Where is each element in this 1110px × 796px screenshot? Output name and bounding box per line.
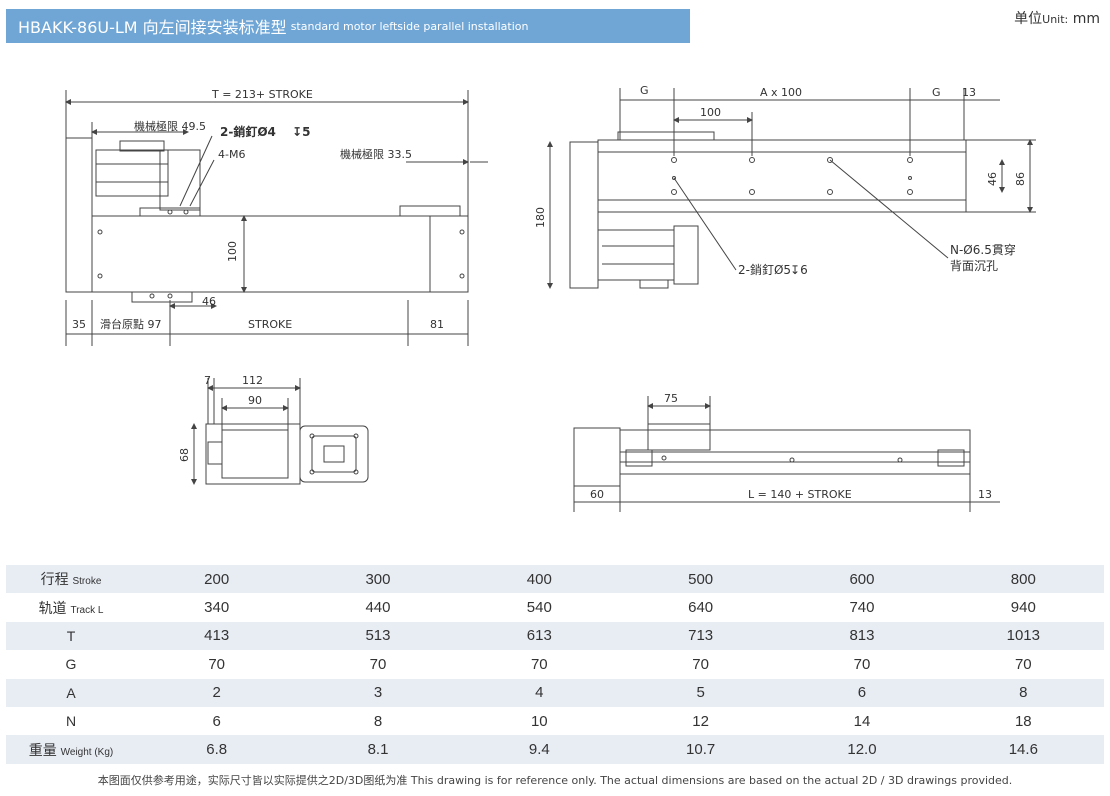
page-subtitle: standard motor leftside parallel install… (290, 19, 529, 33)
dim-a100-label: A x 100 (760, 86, 802, 99)
table-cell: 713 (619, 621, 782, 651)
table-cell: 613 (458, 621, 620, 651)
mech-limit-right-label: 機械極限 33.5 (340, 147, 412, 161)
dim-68-label: 68 (178, 448, 191, 462)
table-cell: 400 (458, 565, 620, 594)
dim-t-label: T = 213+ STROKE (211, 88, 313, 101)
pin-side-label: 2-銷釘Ø5 (738, 262, 791, 277)
pin-side-depth-label: ↧6 (790, 263, 808, 277)
dim-60-label: 60 (590, 488, 604, 501)
table-cell: 70 (369, 655, 387, 673)
dim-75-label: 75 (664, 392, 678, 405)
table-cell: 200 (136, 565, 298, 594)
dim-13-bottom-label: 13 (978, 488, 992, 501)
table-cell: 18 (1014, 712, 1032, 730)
table-row: 轨道 Track L 340 440 540 640 740 940 (6, 593, 1104, 621)
table-cell: 800 (942, 565, 1104, 594)
dim-g-left-label: G (640, 84, 649, 97)
mech-limit-left-label: 機械極限 49.5 (134, 119, 206, 133)
table-cell: 340 (204, 599, 230, 617)
table-cell: 6 (781, 678, 943, 707)
counterbore-label: 背面沉孔 (950, 259, 998, 273)
row-label: 重量 Weight (Kg) (6, 735, 136, 764)
table-cell: 440 (365, 599, 391, 617)
dim-90-label: 90 (248, 394, 262, 407)
table-cell: 940 (1010, 599, 1036, 617)
dim-46-horizontal-label: 46 (202, 295, 216, 308)
dim-g-right-label: G (932, 86, 941, 99)
technical-drawing: T = 213+ STROKE 機械極限 49.5 2-銷釘Ø4 ↧5 4-M6… (65, 84, 1036, 512)
table-cell: 8 (942, 678, 1104, 707)
table-cell: 10.7 (619, 735, 782, 764)
dim-100-vertical-label: 100 (226, 241, 239, 262)
table-cell: 500 (619, 565, 782, 594)
table-cell: 6 (212, 712, 221, 730)
table-cell: 413 (136, 621, 298, 651)
table-cell: 70 (853, 655, 871, 673)
unit-label: 单位Unit: mm (1014, 11, 1100, 27)
table-cell: 14 (853, 712, 871, 730)
row-label: T (6, 621, 136, 651)
row-label: G (65, 656, 77, 673)
dim-35-label: 35 (72, 318, 86, 331)
row-label: 轨道 Track L (38, 599, 104, 616)
table-cell: 14.6 (942, 735, 1104, 764)
table-cell: 4 (458, 678, 620, 707)
footnote: 本图面仅供参考用途，实际尺寸皆以实际提供之2D/3D图纸为准 This draw… (97, 774, 1013, 787)
table-cell: 12 (692, 712, 709, 730)
table-cell: 70 (1014, 655, 1032, 673)
dim-7-label: 7 (204, 374, 211, 387)
dim-180-label: 180 (534, 207, 547, 228)
slide-origin-label: 滑台原點 97 (100, 317, 162, 331)
table-cell: 740 (849, 599, 875, 617)
dim-81-label: 81 (430, 318, 444, 331)
dim-l-label: L = 140 + STROKE (748, 488, 852, 501)
dim-112-label: 112 (242, 374, 263, 387)
dim-13-top-label: 13 (962, 86, 976, 99)
table-cell: 9.4 (458, 735, 620, 764)
table-cell: 1013 (942, 621, 1104, 651)
table-cell: 70 (692, 655, 709, 673)
page-title: HBAKK-86U-LM 向左间接安装标准型 (18, 18, 287, 37)
table-cell: 5 (619, 678, 782, 707)
table-cell: 513 (297, 621, 459, 651)
row-label: 行程 Stroke (6, 565, 136, 594)
table-cell: 600 (781, 565, 943, 594)
pin-top-depth-label: ↧5 (292, 125, 310, 139)
table-cell: 10 (530, 712, 548, 730)
table-cell: 813 (781, 621, 943, 651)
dim-100-horizontal-label: 100 (700, 106, 721, 119)
through-hole-label: N-Ø6.5貫穿 (950, 242, 1016, 257)
table-cell: 3 (297, 678, 459, 707)
table-cell: 540 (526, 599, 552, 617)
table-cell: 70 (208, 655, 225, 673)
table-row: G 70 70 70 70 70 70 (6, 650, 1104, 678)
row-label: A (6, 678, 136, 707)
header-bar: HBAKK-86U-LM 向左间接安装标准型 standard motor le… (6, 9, 690, 43)
dim-46-vertical-label: 46 (986, 172, 999, 186)
table-cell: 2 (136, 678, 298, 707)
table-cell: 300 (297, 565, 459, 594)
table-cell: 6.8 (136, 735, 298, 764)
table-row: N 6 8 10 12 14 18 (6, 707, 1104, 735)
table-cell: 640 (688, 599, 714, 617)
table-cell: 8.1 (297, 735, 459, 764)
row-label: N (65, 713, 77, 730)
table-cell: 70 (530, 655, 548, 673)
pin-top-label: 2-銷釘Ø4 (220, 124, 276, 139)
stroke-label: STROKE (248, 318, 292, 331)
table-cell: 8 (373, 712, 383, 730)
table-cell: 12.0 (781, 735, 943, 764)
tap-label: 4-M6 (218, 148, 245, 161)
dim-86-label: 86 (1014, 172, 1027, 186)
